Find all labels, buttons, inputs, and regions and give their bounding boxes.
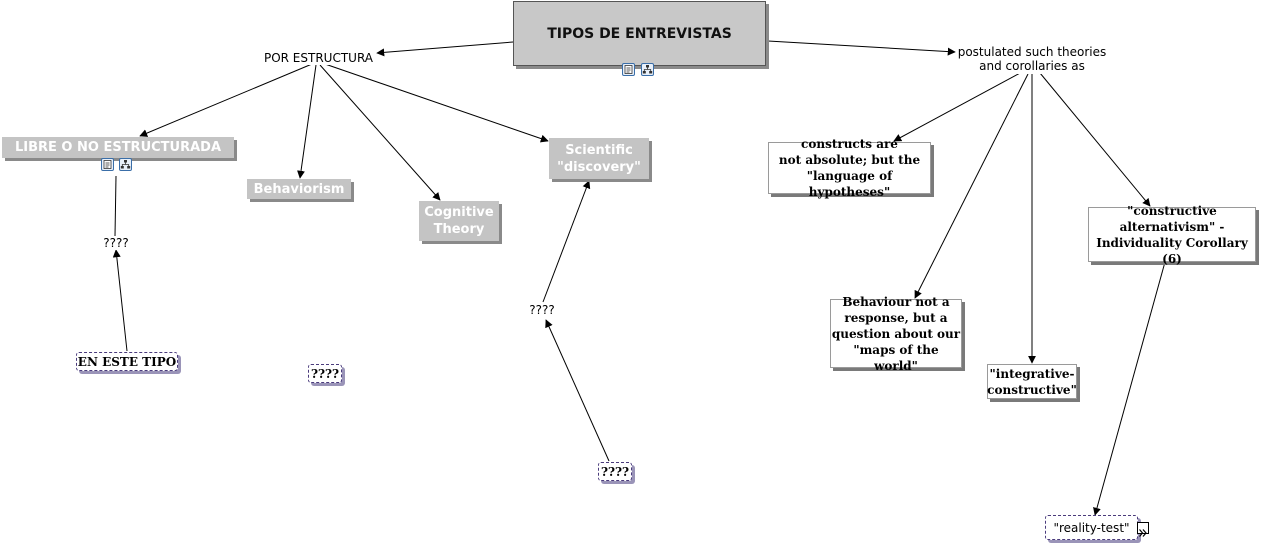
link-libre-q1 [114,175,117,237]
link-por-cognitive [319,64,441,201]
link-root-por-estructura [376,41,514,57]
link-por-behaviorism [297,64,317,179]
link-q3-q2 [545,319,610,462]
resource-list-icon[interactable] [101,158,114,171]
link-root-postulated [767,40,956,56]
concept-behaviorism[interactable]: Behaviorism [247,179,351,199]
linking-phrase-q1[interactable]: ???? [100,236,132,250]
link-por-libre [139,63,313,137]
concept-scientific-discovery[interactable]: Scientific "discovery" [549,138,649,179]
link-constructive-reality [1093,261,1166,516]
link-q2-scientific [542,180,591,303]
concept-behaviour-not-response[interactable]: Behaviour not a response, but a question… [830,294,962,373]
link-post-constructive [1039,72,1151,207]
concept-libre[interactable]: LIBRE O NO ESTRUCTURADA [2,137,234,158]
concept-q4[interactable]: ???? [308,364,342,383]
concept-cognitive-theory[interactable]: Cognitive Theory [419,201,499,241]
resource-list-icon[interactable] [622,63,635,76]
concept-integrative-constructive[interactable]: "integrative- constructive" [987,364,1077,399]
root-concept[interactable]: TIPOS DE ENTREVISTAS [513,1,766,66]
link-en-este-tipo-q1 [112,249,128,352]
label-postulated[interactable]: postulated such theories and corollaries… [956,44,1108,74]
concept-map-icon[interactable] [641,63,654,76]
link-post-constructs [893,71,1023,142]
label-por-estructura[interactable]: POR ESTRUCTURA [262,50,375,65]
link-por-scientific [324,63,549,143]
concept-q3[interactable]: ???? [598,462,632,481]
expand-icon[interactable] [1137,522,1149,537]
concept-map-icon[interactable] [119,158,132,171]
concept-en-este-tipo[interactable]: EN ESTE TIPO [76,352,178,371]
concept-constructs[interactable]: constructs are not absolute; but the "la… [768,137,931,199]
concept-reality-test[interactable]: "reality-test" [1045,515,1138,540]
concept-constructive-alternativism[interactable]: "constructive alternativism" - Individua… [1088,204,1256,266]
linking-phrase-q2[interactable]: ???? [526,303,558,317]
link-post-behaviour [914,73,1029,299]
